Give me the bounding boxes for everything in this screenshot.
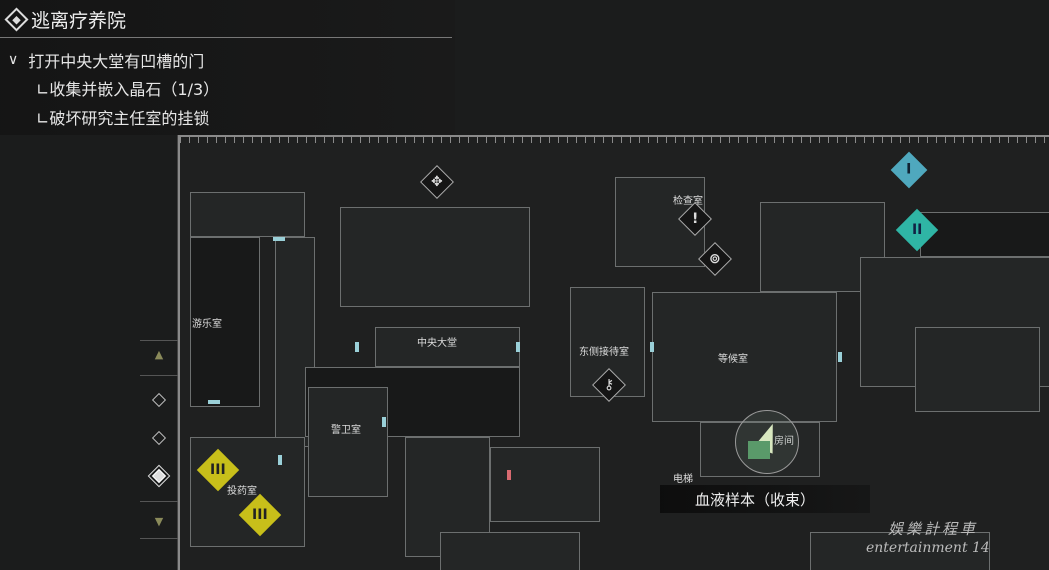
divider [140, 538, 178, 539]
door [208, 400, 220, 404]
door [273, 237, 285, 241]
room-label: 投药室 [227, 486, 257, 497]
chevron-down-icon[interactable]: ∨ [8, 52, 19, 68]
map-room [440, 532, 580, 570]
watermark: 娛樂計程車 [888, 520, 979, 538]
divider [140, 375, 178, 376]
floor-button[interactable] [148, 389, 170, 411]
objective-row[interactable]: ∨ 打开中央大堂有凹槽的门 [8, 48, 204, 72]
blue-item-marker-icon[interactable]: I [890, 151, 928, 189]
door [516, 342, 520, 352]
quest-title-row: 逃离疗养院 [4, 6, 127, 33]
map-room [810, 532, 990, 570]
map-area[interactable]: 游乐室 中央大堂 东侧接待室 检查室 等候室 警卫室 投药室 房间 电梯 ✥ !… [178, 135, 1049, 570]
room-label: 检查室 [673, 196, 703, 207]
map-room [570, 287, 645, 397]
map-room [190, 237, 260, 407]
map-room [308, 387, 388, 497]
floor-button[interactable] [148, 427, 170, 449]
room-label: 等候室 [718, 354, 748, 365]
map-room [375, 327, 520, 367]
divider [140, 501, 178, 502]
quest-diamond-icon [4, 7, 29, 32]
quest-panel: 逃离疗养院 ∨ 打开中央大堂有凹槽的门 ∟收集并嵌入晶石（1/3） ∟破坏研究主… [0, 0, 455, 135]
room-label: 中央大堂 [417, 338, 457, 349]
objective-text: 打开中央大堂有凹槽的门 [28, 52, 205, 71]
subtask: ∟收集并嵌入晶石（1/3） [36, 80, 220, 99]
floor-selector: ▲ ▼ [140, 135, 178, 570]
subtask: ∟破坏研究主任室的挂锁 [36, 109, 210, 128]
room-label: 东侧接待室 [579, 347, 629, 358]
map-room [340, 207, 530, 307]
map-room [490, 447, 600, 522]
divider [140, 340, 178, 341]
floor-down-arrow-icon[interactable]: ▼ [154, 514, 164, 528]
watermark: entertainment 14 [866, 540, 990, 556]
door [278, 455, 282, 465]
locked-door [507, 470, 511, 480]
room-label: 警卫室 [331, 425, 361, 436]
map-ruler [180, 137, 1049, 143]
floor-up-arrow-icon[interactable]: ▲ [154, 347, 164, 361]
item-tooltip: 血液样本（收束） [660, 485, 870, 513]
floor-button-selected[interactable] [148, 465, 170, 487]
crest-door-icon[interactable]: ✥ [420, 165, 454, 199]
door [382, 417, 386, 427]
map-corridor [275, 237, 315, 447]
door [650, 342, 654, 352]
divider [0, 37, 452, 38]
room-label: 游乐室 [192, 319, 222, 330]
map-room [915, 327, 1040, 412]
map-room [920, 212, 1049, 257]
map-room [190, 192, 305, 237]
quest-title: 逃离疗养院 [31, 10, 127, 32]
room-label: 电梯 [673, 474, 693, 485]
door [355, 342, 359, 352]
green-item-icon [748, 441, 770, 459]
map-room [190, 437, 305, 547]
map-room [652, 292, 837, 422]
player-location-marker [735, 410, 799, 474]
door [838, 352, 842, 362]
